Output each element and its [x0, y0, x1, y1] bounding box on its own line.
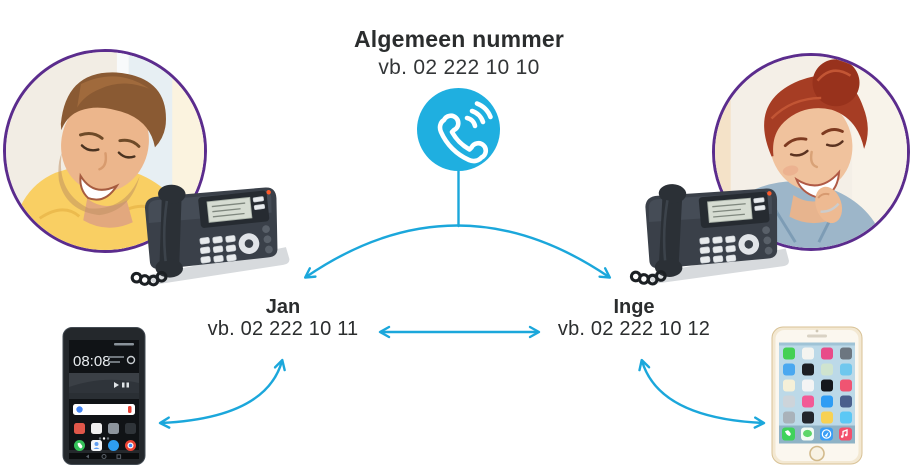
- page-title: Algemeen nummer: [353, 26, 565, 52]
- jan-number: vb. 02 222 10 11: [207, 318, 359, 340]
- label-jan: Jan vb. 02 222 10 11: [208, 296, 359, 341]
- jan-name: Jan: [265, 296, 301, 318]
- label-inge: Inge vb. 02 222 10 12: [558, 296, 710, 341]
- photo-jan: [3, 49, 207, 253]
- android-clock: 08:08: [73, 353, 111, 370]
- header: Algemeen nummer vb. 02 222 10 10: [0, 26, 918, 80]
- smartphone-jan: 08:08: [62, 327, 146, 465]
- man-illustration: [6, 52, 204, 250]
- arrow-inge-mobile: [638, 358, 766, 429]
- inge-name: Inge: [613, 296, 655, 318]
- general-number: vb. 02 222 10 10: [378, 56, 540, 79]
- arrow-jan-mobile: [158, 358, 286, 429]
- arrow-split-to-jan-inge: [303, 224, 612, 279]
- central-number-badge: [417, 88, 500, 171]
- smartphone-inge: [771, 326, 863, 465]
- desk-phone-inge: [629, 184, 789, 286]
- inge-number: vb. 02 222 10 12: [557, 318, 711, 340]
- phone-ringing-icon: [437, 101, 493, 164]
- desk-phone-jan: [130, 184, 290, 287]
